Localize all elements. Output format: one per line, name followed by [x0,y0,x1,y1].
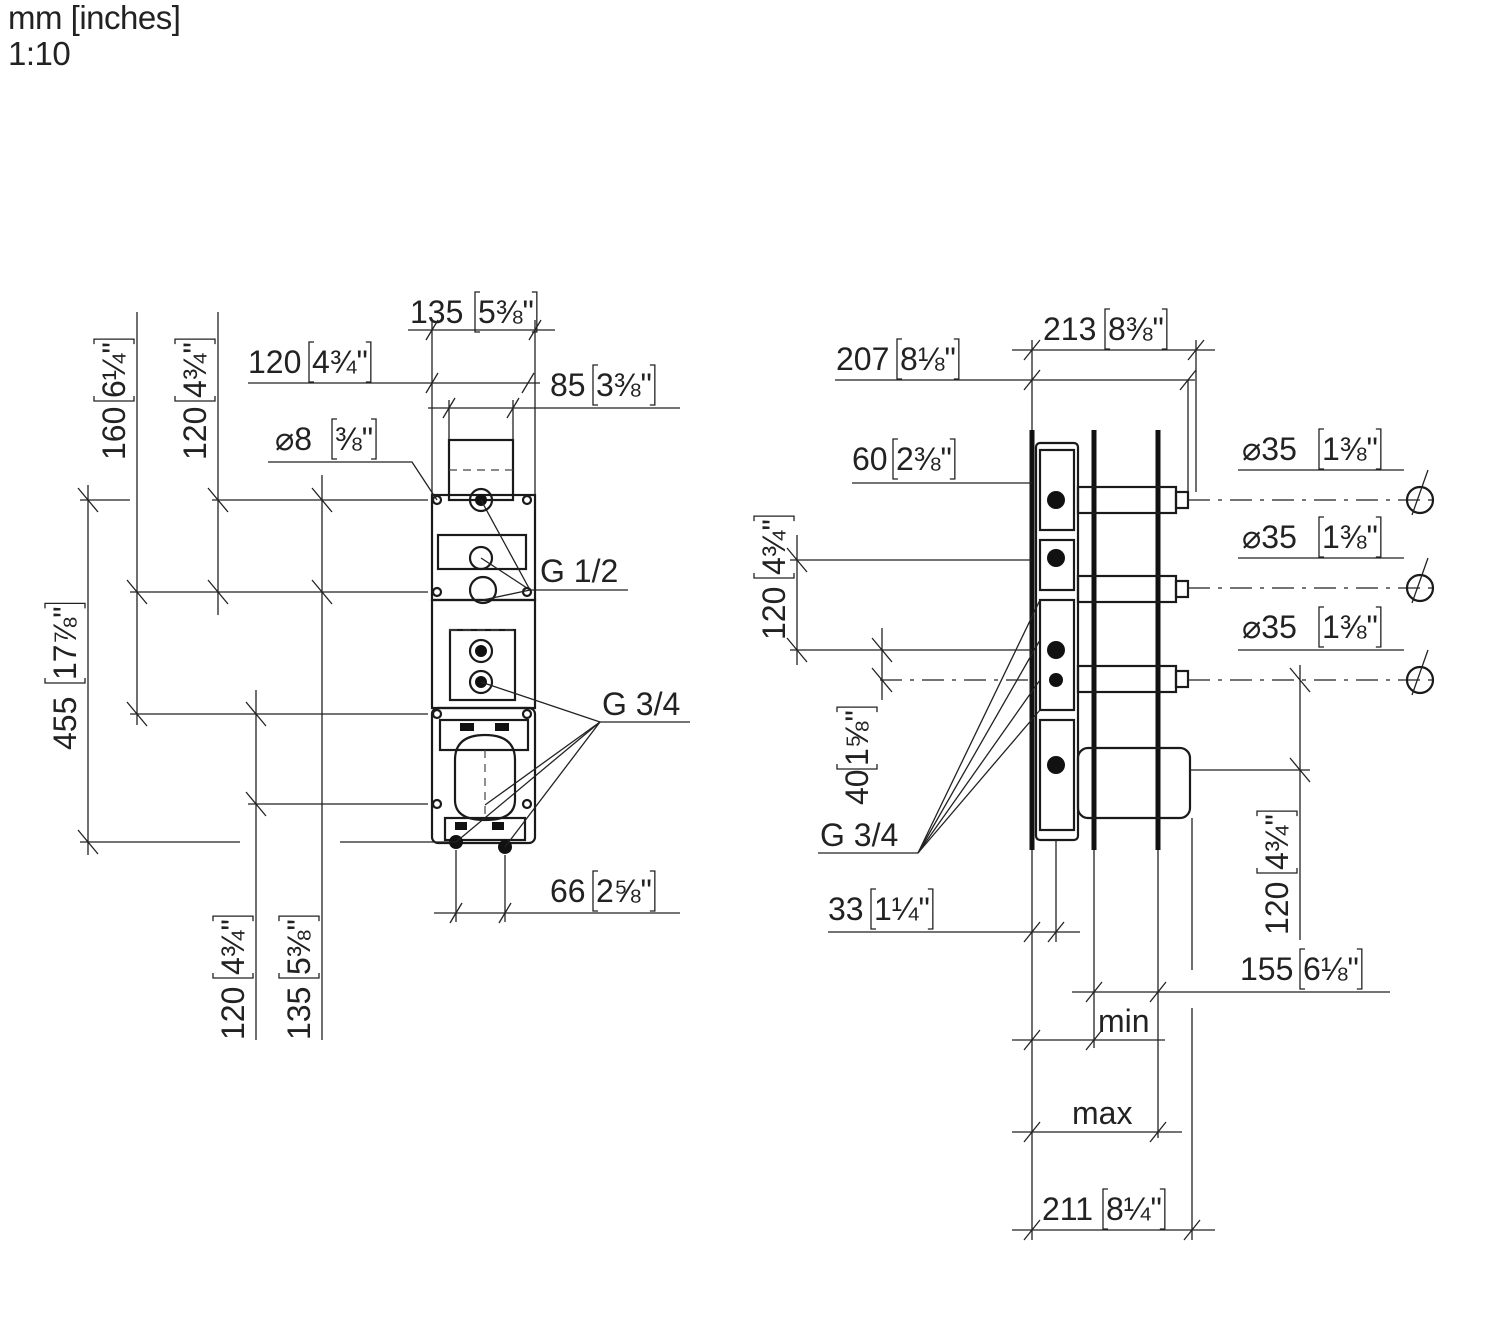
front-outlet-1 [468,487,494,513]
dim-height-120-top: 120 4¾" [174,312,428,615]
dim-height-120-bottom: 120 4¾" [212,690,428,1040]
label-g34-side: G 3/4 [818,599,1041,854]
front-outlet-2 [468,545,494,571]
dim-width-120-fraction: 4¾" [312,344,368,380]
dim-dia-2-value: ⌀35 [1242,519,1297,555]
dim-height-455-fraction: 17⅞" [47,606,83,680]
front-outlet-5 [468,669,494,695]
dim-side-max-text: max [1072,1095,1132,1131]
dim-hole-8: ⌀8 ⅜" [268,418,438,501]
dim-side-40-value: 40 [839,769,875,805]
label-g34-front-text: G 3/4 [602,686,680,722]
drawing-header: mm [inches] 1:10 [8,0,181,72]
dim-hole-8-fraction: ⅜" [335,421,373,457]
dim-side-height-120-fraction: 4¾" [756,519,792,575]
dim-dia-1: ⌀35 1⅜" [1238,428,1404,471]
dim-depth-207-fraction: 8⅛" [900,341,956,377]
dim-side-155-value: 155 [1240,951,1293,987]
dim-outlets-66-fraction: 2⅝" [596,873,652,909]
dim-side-155: 155 6⅛" [1072,818,1390,1003]
dim-dia-3-value: ⌀35 [1242,609,1297,645]
dim-side-211-fraction: 8¼" [1106,1191,1162,1227]
dim-height-120-bottom-value: 120 [215,987,251,1040]
dim-depth-207-value: 207 [836,341,889,377]
dim-height-135-bottom: 135 5⅜" [278,475,333,1040]
dim-depth-60-value: 60 [852,441,888,477]
dim-side-max: max [1012,1095,1182,1143]
dim-height-160: 160 6¼" [93,312,428,727]
dim-depth-213-fraction: 8⅜" [1108,311,1164,347]
label-g34-side-text: G 3/4 [820,817,898,853]
dim-dia-2-fraction: 1⅜" [1322,519,1378,555]
dim-depth-207: 207 8⅛" [835,338,1197,492]
dim-side-211-value: 211 [1042,1191,1093,1227]
dim-width-135-fraction: 5⅜" [478,294,534,330]
dim-side-min-text: min [1098,1003,1150,1039]
dim-height-120-bottom-fraction: 4¾" [215,919,251,975]
dim-height-120-top-value: 120 [177,407,213,460]
dim-height-135-bottom-value: 135 [281,987,317,1040]
dim-width-120: 120 4¾" [248,341,540,394]
dim-side-height-120: 120 4¾" [753,515,1032,665]
dim-depth-213: 213 8⅜" [1012,308,1215,492]
side-thermostat-cartridge [1076,746,1192,820]
dim-side-40: 40 1⅝" [836,628,893,805]
dim-height-160-value: 160 [96,407,132,460]
dim-side-height-120-right-value: 120 [1259,882,1295,935]
units-label: mm [inches] [8,0,181,36]
dim-dia-1-value: ⌀35 [1242,431,1297,467]
dia-circle-3 [1405,665,1435,695]
label-g34-front: G 3/4 [455,681,690,848]
dim-hole-8-value: ⌀8 [275,421,312,457]
dim-dia-2: ⌀35 1⅜" [1238,516,1404,559]
label-g12-text: G 1/2 [540,553,618,589]
scale-label: 1:10 [8,35,71,72]
dim-dia-3-fraction: 1⅜" [1322,609,1378,645]
front-view-body [430,438,537,854]
front-outlet-3 [468,575,498,605]
dim-depth-60-fraction: 2⅜" [896,441,952,477]
dim-side-33: 33 1¼" [828,840,1080,943]
dim-height-135-bottom-fraction: 5⅜" [281,919,317,975]
dim-side-40-fraction: 1⅝" [839,710,875,766]
dim-side-min: min [1012,1003,1165,1051]
dim-width-135-value: 135 [410,294,463,330]
dim-height-455-value: 455 [47,697,83,750]
dim-outlets-66: 66 2⅝" [434,850,680,924]
dim-side-33-value: 33 [828,891,864,927]
dim-height-455: 455 17⅞" [44,485,456,855]
dim-side-height-120-right: 120 4¾" [1190,665,1311,940]
dia-circle-2 [1405,573,1435,603]
dim-depth-213-value: 213 [1043,311,1096,347]
side-view: 213 8⅜" 207 8⅛" 60 2⅜" ⌀35 1⅜" ⌀35 1⅜" [753,308,1435,1241]
front-view: 135 5⅜" 120 4¾" 85 3⅜" ⌀8 ⅜" [44,291,690,1040]
dim-depth-60: 60 2⅜" [852,438,1032,484]
dim-dia-3: ⌀35 1⅜" [1238,606,1404,651]
dim-side-33-fraction: 1¼" [874,891,930,927]
dim-width-85-value: 85 [550,367,586,403]
front-outlet-4 [468,638,494,664]
dim-height-120-top-fraction: 4¾" [177,342,213,398]
dim-side-height-120-value: 120 [756,587,792,640]
dim-side-height-120-right-fraction: 4¾" [1259,814,1295,870]
dim-width-135: 135 5⅜" [408,291,555,495]
side-view-body [880,430,1435,850]
dim-outlets-66-value: 66 [550,873,586,909]
dim-width-120-value: 120 [248,344,301,380]
label-g12: G 1/2 [480,499,628,601]
dim-side-211: 211 8¼" [1012,1188,1215,1241]
dim-height-160-fraction: 6¼" [96,342,132,398]
dim-width-85: 85 3⅜" [428,364,680,440]
dia-circle-1 [1405,485,1435,515]
dim-width-85-fraction: 3⅜" [596,367,652,403]
dim-dia-1-fraction: 1⅜" [1322,431,1378,467]
dim-side-155-fraction: 6⅛" [1303,951,1359,987]
